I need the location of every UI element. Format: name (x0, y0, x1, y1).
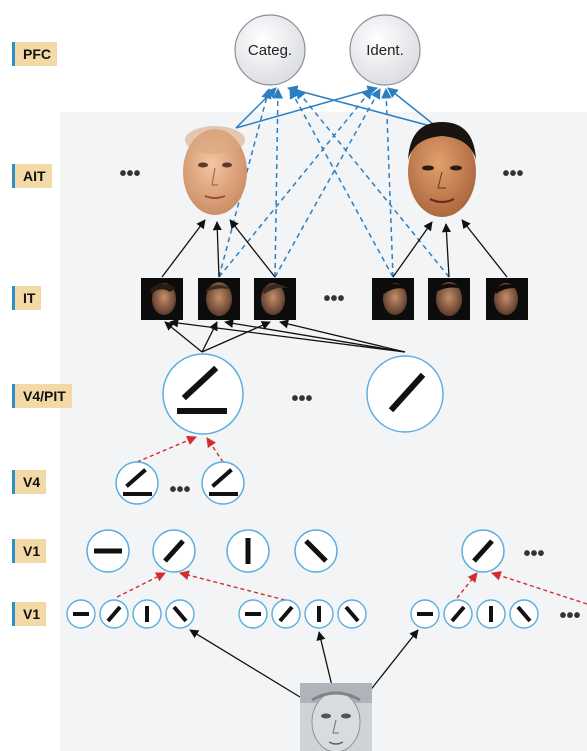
v1s-ellipsis: ••• (559, 605, 580, 627)
label-v1-simple: V1 (12, 602, 47, 626)
ait2-to-categ (286, 85, 439, 129)
it3-to-ident (274, 88, 381, 278)
label-v4: V4 (12, 470, 47, 494)
pit2-to-it3 (279, 319, 406, 353)
v4pit-to-it-arrows (164, 318, 406, 353)
pit1-to-it1 (164, 321, 203, 353)
v1s-group-2 (238, 599, 367, 629)
v4pit-ellipsis: ••• (291, 388, 312, 410)
input-to-g2 (316, 631, 334, 691)
v4a-to-pit1 (136, 435, 197, 463)
it2-to-categ (218, 87, 272, 278)
label-v1-complex: V1 (12, 539, 47, 563)
it-unit-2 (198, 278, 240, 320)
v1c-unit-vertical (226, 529, 270, 573)
g1-to-diag (116, 572, 166, 598)
v4-ellipsis: ••• (169, 479, 190, 501)
input-to-g1 (189, 629, 301, 698)
it4-to-ident (381, 87, 394, 278)
pit2-to-it2 (224, 318, 406, 353)
v1c-unit-diagonal (152, 529, 196, 573)
v4-unit-1 (115, 461, 159, 505)
it5-to-ait2 (441, 223, 452, 278)
v4-unit-2 (201, 461, 245, 505)
it-ellipsis: ••• (323, 288, 344, 310)
pit1-to-it2 (201, 321, 218, 353)
it-unit-4 (372, 278, 414, 320)
label-it: IT (12, 286, 42, 310)
pfc-node-categ: Categ. (234, 14, 306, 86)
it-to-ait-arrows (161, 219, 508, 278)
pfc-node-ident: Ident. (349, 14, 421, 86)
it-unit-6 (486, 278, 528, 320)
it5-to-categ (295, 88, 450, 278)
v4b-to-pit1 (206, 437, 224, 463)
it2-to-ident (218, 88, 373, 278)
pit1-to-it3 (201, 321, 271, 353)
it4-to-ait2 (392, 221, 433, 278)
v4-to-pit-arrows (136, 435, 224, 463)
it-unit-3 (254, 278, 296, 320)
blue-connections (218, 85, 450, 278)
pit2-to-it1 (169, 318, 406, 353)
v1c-unit-horizontal (86, 529, 130, 573)
label-ait: AIT (12, 164, 52, 188)
it4-to-categ (289, 88, 394, 278)
v4pit-unit-1 (162, 353, 244, 435)
it1-to-ait1 (161, 219, 206, 278)
categ-label: Categ. (248, 42, 292, 59)
edge-to-diag2 (491, 571, 587, 605)
g3-to-diag2 (456, 572, 478, 599)
it-unit-5 (428, 278, 470, 320)
v1c-unit-antidiagonal (294, 529, 338, 573)
ait-ellipsis-left: ••• (119, 163, 140, 185)
ait2-to-ident (387, 87, 439, 129)
v1s-to-v1c-arrows (116, 570, 587, 605)
v1-simple-units (66, 599, 539, 629)
g2-to-diag (179, 570, 286, 601)
ait-ellipsis-right: ••• (502, 163, 523, 185)
label-pfc: PFC (12, 42, 57, 66)
it2-to-ait1 (212, 221, 222, 278)
ident-label: Ident. (366, 42, 404, 59)
input-to-v1-arrows (189, 629, 419, 698)
ait-face-2 (408, 122, 476, 217)
ait-face-1 (183, 126, 247, 215)
it3-to-ait1 (229, 219, 276, 278)
it-units: ••• (141, 278, 528, 320)
input-image (300, 683, 372, 751)
it6-to-ait2 (461, 219, 508, 278)
ait1-to-ident (235, 85, 379, 129)
v1s-group-3 (410, 599, 539, 629)
it3-to-categ (272, 87, 284, 278)
v1c-ellipsis: ••• (523, 543, 544, 565)
label-v4-pit: V4/PIT (12, 384, 72, 408)
v1-complex-units: ••• (86, 529, 545, 573)
v1c-unit-diagonal-2 (461, 529, 505, 573)
v1s-group-1 (66, 599, 195, 629)
input-to-g3 (364, 629, 419, 698)
it-unit-1 (141, 278, 183, 320)
background-panel (60, 112, 587, 751)
v4pit-unit-2 (366, 355, 444, 433)
